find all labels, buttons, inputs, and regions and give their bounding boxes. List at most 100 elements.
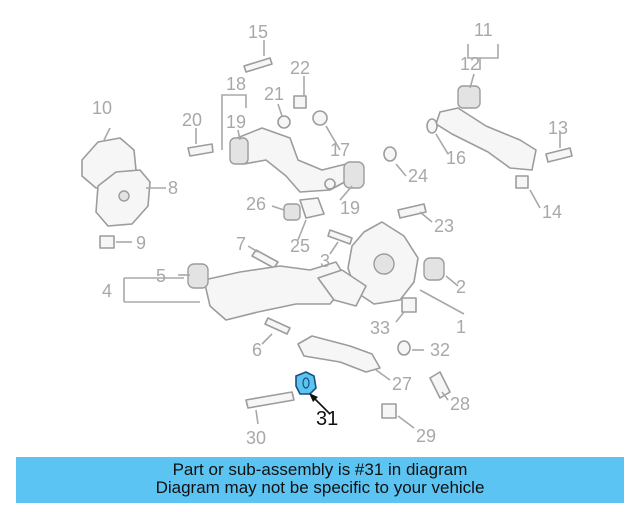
bracket-4 bbox=[123, 277, 200, 303]
callout-23: 23 bbox=[434, 216, 454, 236]
part-29-nut bbox=[381, 403, 397, 419]
leader-2 bbox=[445, 275, 459, 287]
part-19-bushing-a bbox=[229, 137, 249, 165]
callout-2: 2 bbox=[456, 277, 466, 297]
part-7-bolt bbox=[251, 249, 279, 269]
info-banner: Part or sub-assembly is #31 in diagram D… bbox=[16, 457, 624, 503]
leader-lines bbox=[103, 40, 561, 429]
part-3-bolt bbox=[327, 229, 353, 245]
callout-22: 22 bbox=[290, 58, 310, 78]
callout-24: 24 bbox=[408, 166, 428, 186]
callout-1: 1 bbox=[456, 317, 466, 337]
callout-9: 9 bbox=[136, 233, 146, 253]
leader-25 bbox=[297, 219, 307, 241]
callout-30: 30 bbox=[246, 428, 266, 448]
part-27-link bbox=[297, 335, 381, 373]
part-24-washer bbox=[383, 146, 397, 162]
callout-27: 27 bbox=[392, 374, 412, 394]
callout-10: 10 bbox=[92, 98, 112, 118]
callout-26: 26 bbox=[246, 194, 266, 214]
banner-line-1: Part or sub-assembly is #31 in diagram bbox=[172, 460, 468, 479]
leader-6 bbox=[261, 333, 273, 345]
part-17-nut bbox=[312, 110, 328, 126]
part-20-bolt bbox=[187, 143, 214, 157]
leader-12 bbox=[469, 73, 475, 89]
callout-4: 4 bbox=[102, 281, 112, 301]
part-23-bolt bbox=[397, 203, 427, 219]
leader-23 bbox=[419, 211, 433, 223]
bracket-11 bbox=[467, 44, 499, 70]
part-12-bushing bbox=[457, 85, 481, 109]
part-31-shape[interactable] bbox=[295, 371, 317, 395]
part-17-washer bbox=[324, 178, 336, 190]
banner-line-2: Diagram may not be specific to your vehi… bbox=[155, 478, 485, 497]
highlighted-part-31[interactable]: 31 bbox=[295, 371, 338, 430]
callout-33: 33 bbox=[370, 318, 390, 338]
part-5-bushing bbox=[187, 263, 209, 289]
leader-7 bbox=[247, 245, 259, 253]
leader-1 bbox=[419, 289, 465, 315]
part-2-bushing bbox=[423, 257, 445, 281]
part-25-bracket bbox=[299, 197, 325, 219]
callout-31: 31 bbox=[316, 408, 338, 430]
part-31-hole bbox=[302, 377, 310, 389]
callout-28: 28 bbox=[450, 394, 470, 414]
callout-32: 32 bbox=[430, 340, 450, 360]
callout-15: 15 bbox=[248, 22, 268, 42]
callout-13: 13 bbox=[548, 118, 568, 138]
leader-21 bbox=[277, 103, 283, 117]
leader-27 bbox=[375, 369, 391, 381]
callout-7: 7 bbox=[236, 234, 246, 254]
part-21-ring bbox=[277, 115, 291, 129]
callout-17: 17 bbox=[330, 140, 350, 160]
part-13-bolt bbox=[545, 147, 573, 163]
part-22-nut bbox=[293, 95, 307, 109]
part-26-nut bbox=[283, 203, 301, 221]
leader-10 bbox=[103, 127, 111, 141]
callout-labels: 1 2 3 4 5 6 7 8 9 10 11 12 13 14 15 16 1… bbox=[92, 20, 568, 448]
leader-26 bbox=[271, 205, 285, 211]
callout-11: 11 bbox=[474, 20, 493, 40]
part-16-washer bbox=[426, 118, 438, 134]
part-4-arm-lower bbox=[317, 269, 367, 307]
part-28-bolt bbox=[429, 371, 451, 399]
bracket-18 bbox=[221, 94, 247, 150]
faded-parts bbox=[81, 57, 573, 419]
arrowhead-31 bbox=[309, 393, 318, 402]
callout-25: 25 bbox=[290, 236, 310, 256]
callout-21: 21 bbox=[264, 84, 284, 104]
leader-19b bbox=[339, 185, 353, 201]
part-11-lower-arm bbox=[435, 107, 537, 171]
part-19-bushing-b bbox=[343, 161, 365, 189]
leader-3 bbox=[329, 241, 339, 255]
callout-14: 14 bbox=[542, 202, 562, 222]
callout-19-upper: 19 bbox=[226, 112, 246, 132]
callout-16: 16 bbox=[446, 148, 466, 168]
part-9-bolt bbox=[99, 235, 115, 249]
callout-18: 18 bbox=[226, 74, 246, 94]
callout-5: 5 bbox=[156, 266, 166, 286]
callout-20: 20 bbox=[182, 110, 202, 130]
leader-17 bbox=[325, 125, 341, 151]
part-1-hub bbox=[373, 253, 395, 275]
part-15-bolt bbox=[243, 57, 273, 73]
leader-30 bbox=[255, 409, 259, 425]
part-30-bolt bbox=[245, 391, 295, 409]
callout-6: 6 bbox=[252, 340, 262, 360]
callout-29: 29 bbox=[416, 426, 436, 446]
part-32-washer bbox=[397, 340, 411, 356]
part-6-bolt bbox=[264, 317, 291, 335]
callout-8: 8 bbox=[168, 178, 178, 198]
callout-19-lower: 19 bbox=[340, 198, 360, 218]
callout-3: 3 bbox=[320, 251, 330, 271]
leader-16 bbox=[435, 133, 449, 155]
part-33-nut bbox=[401, 297, 417, 313]
leader-33 bbox=[395, 311, 405, 323]
callout-12: 12 bbox=[460, 54, 480, 74]
part-8-hole bbox=[118, 190, 130, 202]
leader-19a bbox=[237, 129, 241, 141]
leader-28 bbox=[441, 391, 449, 401]
leader-29 bbox=[397, 415, 415, 429]
leader-24 bbox=[395, 163, 407, 177]
